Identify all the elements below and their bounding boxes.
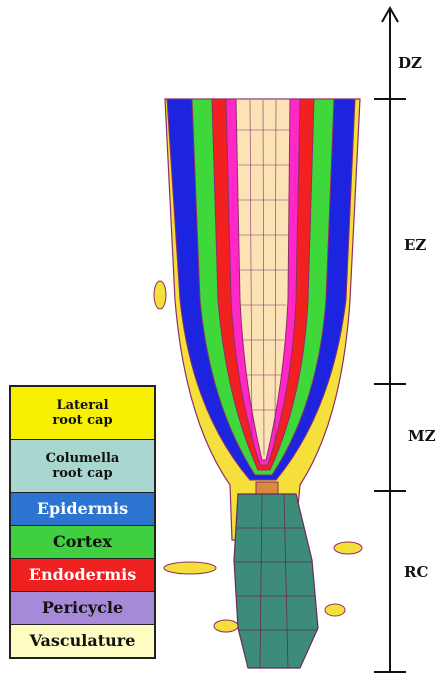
zone-axis: [374, 8, 406, 672]
zone-label-mz: MZ: [408, 427, 436, 445]
sloughed-cell: [325, 604, 345, 616]
legend-pericycle: Pericycle: [11, 591, 154, 624]
columella-root-cap: [234, 494, 318, 668]
legend-label: Lateral root cap: [52, 398, 112, 429]
legend-lateral-root-cap: Lateral root cap: [11, 387, 154, 439]
sloughed-cell: [214, 620, 238, 632]
legend-columella-root-cap: Columella root cap: [11, 439, 154, 492]
legend-vasculature: Vasculature: [11, 624, 154, 657]
legend-label: Vasculature: [30, 632, 136, 651]
legend-label: Endodermis: [29, 566, 137, 585]
sloughed-cell: [164, 562, 216, 574]
zone-label-dz: DZ: [398, 54, 422, 72]
zone-label-ez: EZ: [404, 236, 426, 254]
legend-label: Cortex: [53, 533, 112, 552]
zone-label-rc: RC: [404, 563, 428, 581]
quiescent-center: [256, 482, 278, 494]
sloughed-cell: [334, 542, 362, 554]
legend-label: Pericycle: [42, 599, 123, 618]
sloughed-cell: [154, 281, 166, 309]
legend-epidermis: Epidermis: [11, 492, 154, 525]
legend-endodermis: Endodermis: [11, 558, 154, 591]
legend-label: Columella root cap: [46, 451, 120, 482]
legend-label: Epidermis: [37, 500, 128, 519]
legend: Lateral root cap Columella root cap Epid…: [9, 385, 156, 659]
legend-cortex: Cortex: [11, 525, 154, 558]
